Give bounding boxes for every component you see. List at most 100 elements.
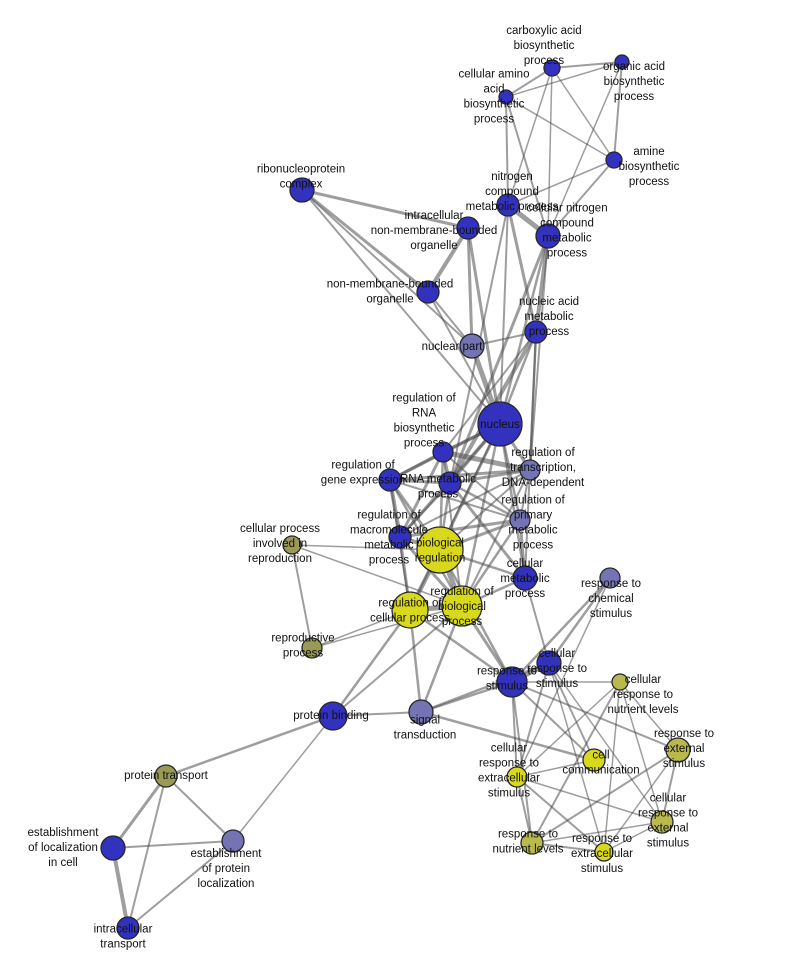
network-node-it[interactable] — [116, 916, 140, 940]
network-node-nam[interactable] — [524, 320, 548, 344]
network-edge — [551, 61, 623, 69]
network-edge — [389, 479, 521, 521]
network-edge — [127, 775, 167, 929]
network-node-rge[interactable] — [378, 468, 402, 492]
network-edge — [301, 189, 501, 425]
network-node-rcp[interactable] — [391, 591, 429, 629]
network-edge — [311, 605, 463, 649]
network-node-cmp[interactable] — [512, 565, 538, 591]
network-node-am[interactable] — [605, 151, 623, 169]
network-edge — [440, 449, 533, 473]
network-node-br[interactable] — [416, 526, 464, 574]
network-edge — [388, 468, 532, 482]
network-node-ca[interactable] — [543, 59, 561, 77]
network-node-np[interactable] — [459, 333, 485, 359]
network-node-inmo[interactable] — [456, 216, 480, 240]
node-label-nuc: nucleus — [480, 419, 520, 431]
network-edge — [498, 422, 527, 580]
network-node-pb[interactable] — [318, 701, 348, 731]
network-edge — [398, 481, 452, 539]
network-edge — [507, 159, 615, 206]
network-edge — [547, 576, 612, 665]
network-node-aa[interactable] — [498, 89, 514, 105]
network-edge — [291, 544, 463, 607]
network-edge — [498, 234, 550, 426]
network-node-rrb[interactable] — [432, 441, 454, 463]
network-node-nmo[interactable] — [416, 280, 440, 304]
network-edge — [516, 776, 605, 853]
network-node-cnc[interactable] — [535, 223, 561, 249]
network-node-cc[interactable] — [582, 748, 606, 772]
network-node-pt[interactable] — [154, 764, 178, 788]
network-node-rcs[interactable] — [599, 567, 621, 589]
network-node-elc[interactable] — [100, 835, 126, 861]
network-edge — [548, 662, 605, 853]
network-node-crn[interactable] — [611, 673, 629, 691]
network-node-rtd[interactable] — [519, 459, 541, 481]
network-edge — [427, 291, 501, 425]
network-edge — [531, 749, 679, 844]
network-node-epl[interactable] — [221, 829, 245, 853]
network-node-rs[interactable] — [496, 666, 528, 698]
network-node-rp[interactable] — [301, 637, 323, 659]
network-edge — [398, 450, 445, 539]
network-edge — [127, 840, 234, 929]
network-node-cpr[interactable] — [282, 535, 302, 555]
network-node-nuc[interactable] — [477, 401, 523, 447]
network-edge — [511, 681, 595, 761]
network-edge — [505, 96, 549, 237]
network-edge — [426, 226, 470, 294]
network-node-rnl[interactable] — [520, 831, 544, 855]
network-edge — [499, 204, 509, 425]
network-node-nc[interactable] — [496, 193, 520, 217]
network-node-rex[interactable] — [665, 737, 691, 763]
network-edge — [331, 608, 412, 718]
network-edge — [516, 776, 663, 823]
network-edge — [300, 188, 470, 230]
network-edge — [461, 469, 531, 607]
network-edge — [524, 577, 550, 664]
network-node-rpm[interactable] — [509, 509, 531, 531]
network-node-rmp[interactable] — [438, 471, 462, 495]
network-node-crx[interactable] — [650, 810, 674, 834]
network-node-rnp[interactable] — [289, 177, 315, 203]
network-node-rmm[interactable] — [388, 525, 412, 549]
network-node-rbp[interactable] — [441, 585, 483, 627]
network-edge — [419, 680, 514, 714]
network-edge — [516, 759, 595, 778]
node-label-np: nuclear part — [422, 341, 484, 353]
network-edge — [531, 842, 605, 853]
network-edge — [510, 576, 612, 684]
network-node-st[interactable] — [408, 699, 434, 725]
network-edge — [448, 481, 522, 522]
network-node-rec[interactable] — [594, 842, 614, 862]
network-node-oa[interactable] — [614, 54, 630, 70]
network-node-crs[interactable] — [536, 650, 562, 676]
network-edge — [507, 67, 553, 206]
network-edge — [531, 821, 663, 844]
network-edge — [613, 61, 623, 161]
network-edge — [505, 61, 623, 98]
network-edge — [165, 775, 234, 842]
network-node-cre[interactable] — [506, 766, 528, 788]
